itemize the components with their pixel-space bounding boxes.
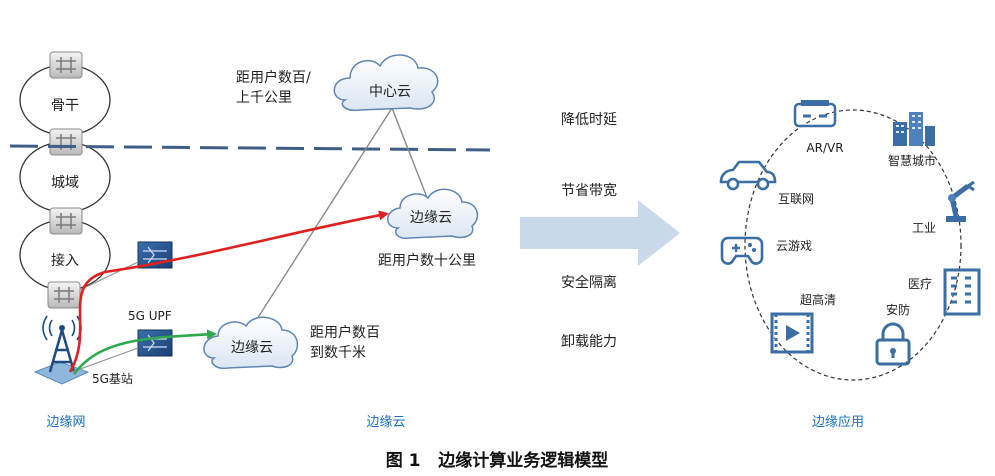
benefit-item: 节省带宽 [561, 182, 617, 199]
edge-cloud-lower-icon [203, 316, 299, 370]
distance-center-line2: 上千公里 [236, 90, 292, 106]
benefit-item: 卸载能力 [561, 334, 617, 350]
lock-icon [875, 322, 911, 366]
car-icon [719, 160, 777, 191]
ring-label-backbone: 骨干 [51, 98, 79, 114]
hospital-icon [943, 268, 981, 316]
app-label: 安防 [886, 302, 910, 317]
edge-cloud-upper-label: 边缘云 [410, 210, 452, 226]
application-ring [744, 109, 962, 381]
center-cloud-icon [333, 54, 439, 112]
router-icon [49, 128, 83, 156]
router-icon [49, 51, 83, 79]
distance-center-line1: 距用户数百/ [236, 69, 311, 86]
robot-arm-icon [946, 180, 975, 222]
edge-cloud-upper-icon [387, 188, 479, 240]
app-label: 互联网 [778, 192, 814, 206]
figure-caption: 图 1 边缘计算业务逻辑模型 [386, 450, 609, 471]
big-right-arrow [520, 200, 680, 266]
dashed-separator [9, 144, 491, 152]
edge-cloud: 中心云 边缘云 边缘云 距用户数百/ 上千公里 距用户数十公里 距用户数百 到数… [203, 54, 479, 370]
upf-icon-lower [137, 329, 173, 357]
section-label-cloud: 边缘云 [366, 415, 405, 430]
app-label: 云游戏 [776, 239, 812, 253]
gamepad-icon [720, 236, 764, 265]
benefit-item: 安全隔离 [561, 274, 617, 291]
section-label-apps: 边缘应用 [812, 414, 864, 430]
distance-edge-lower-line2: 到数千米 [310, 345, 366, 361]
app-label: 超高清 [800, 292, 836, 307]
distance-edge-upper: 距用户数十公里 [378, 252, 476, 269]
app-label: AR/VR [806, 141, 843, 155]
benefits-list: 降低时延 节省带宽 安全隔离 卸载能力 [561, 112, 617, 350]
router-icon [47, 281, 81, 309]
video-icon [770, 312, 814, 354]
app-label: 医疗 [908, 277, 932, 291]
center-cloud-label: 中心云 [369, 84, 411, 100]
edge-cloud-lower-label: 边缘云 [231, 340, 273, 356]
benefit-item: 降低时延 [561, 112, 617, 128]
base-station-label: 5G基站 [92, 372, 133, 386]
router-icon [49, 207, 83, 235]
section-label-network: 边缘网 [46, 415, 85, 430]
distance-edge-lower-line1: 距用户数百 [310, 324, 380, 341]
app-label: 工业 [912, 221, 936, 235]
green-traffic-path [72, 329, 217, 375]
city-icon [893, 112, 935, 146]
edge-applications: AR/VR 智慧城市 互联网 工业 [719, 100, 981, 381]
edge-network: 骨干 城域 接入 5G基站 [19, 51, 173, 386]
red-traffic-path [68, 210, 389, 373]
base-station-icon [33, 315, 90, 385]
app-label: 智慧城市 [888, 153, 936, 168]
ring-label-metro: 城域 [51, 175, 79, 191]
ring-label-access: 接入 [51, 252, 79, 269]
upf-label: 5G UPF [128, 309, 172, 323]
vr-headset-icon [793, 100, 837, 128]
